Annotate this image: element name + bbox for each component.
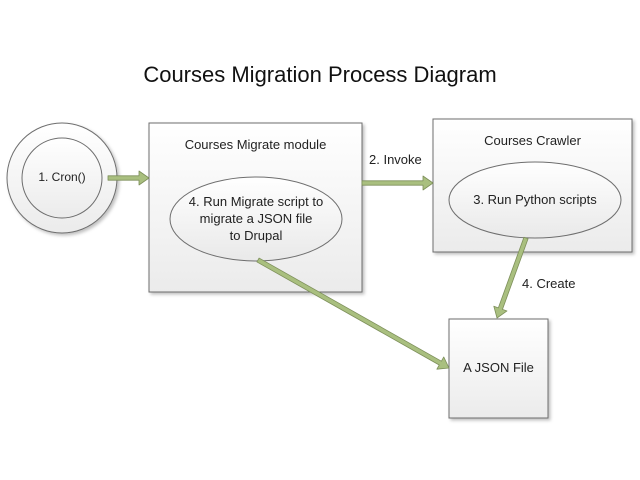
crawler-step-ellipse xyxy=(448,161,622,239)
crawler-step-label: 3. Run Python scripts xyxy=(473,192,597,207)
arrow-cron-to-migrate xyxy=(107,170,150,186)
edge-label-create: 4. Create xyxy=(522,276,576,291)
migrate-step-line-1: 4. Run Migrate script to xyxy=(188,194,324,209)
migrate-step-label: 4. Run Migrate script to migrate a JSON … xyxy=(170,193,342,244)
arrow-migrate-to-json xyxy=(256,257,450,370)
json-file-box xyxy=(448,318,549,419)
crawler-label: Courses Crawler xyxy=(484,133,581,148)
edge-label-invoke: 2. Invoke xyxy=(369,152,422,167)
migrate-step-line-3: to Drupal xyxy=(229,228,283,243)
migrate-module-label: Courses Migrate module xyxy=(184,137,327,152)
cron-label: 1. Cron() xyxy=(38,170,86,184)
diagram-title: Courses Migration Process Diagram xyxy=(143,62,497,87)
arrows xyxy=(107,170,529,370)
json-file-label: A JSON File xyxy=(463,360,534,375)
cron-inner-circle xyxy=(21,137,103,219)
cron-node xyxy=(6,122,118,234)
arrow-crawler-to-json xyxy=(493,236,529,319)
migrate-step-line-2: migrate a JSON file xyxy=(199,211,313,226)
arrow-migrate-to-crawler xyxy=(361,175,434,191)
migrate-step-ellipse xyxy=(169,176,343,262)
